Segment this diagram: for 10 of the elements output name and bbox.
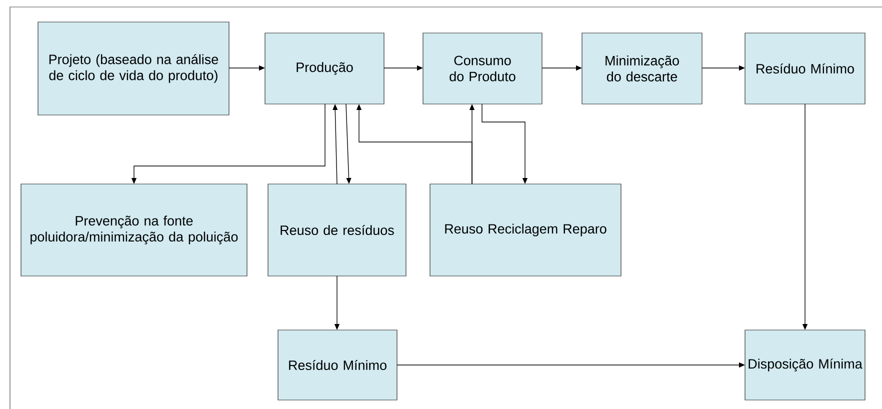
process-box: Resíduo Mínimo xyxy=(744,32,866,104)
process-box: Minimização do descarte xyxy=(582,32,702,104)
process-box: Reuso de resíduos xyxy=(268,184,406,276)
process-box: Reuso Reciclagem Reparo xyxy=(430,184,622,276)
process-box: Disposição Mínima xyxy=(744,330,866,400)
process-box: Resíduo Mínimo xyxy=(278,330,398,400)
process-box: Projeto (baseado na análise de ciclo de vida do produto) xyxy=(38,22,230,116)
process-box: Consumo do Produto xyxy=(422,32,542,104)
process-box: Produção xyxy=(264,32,384,104)
process-box: Prevenção na fonte poluidora/minimização da poluição xyxy=(20,184,248,276)
